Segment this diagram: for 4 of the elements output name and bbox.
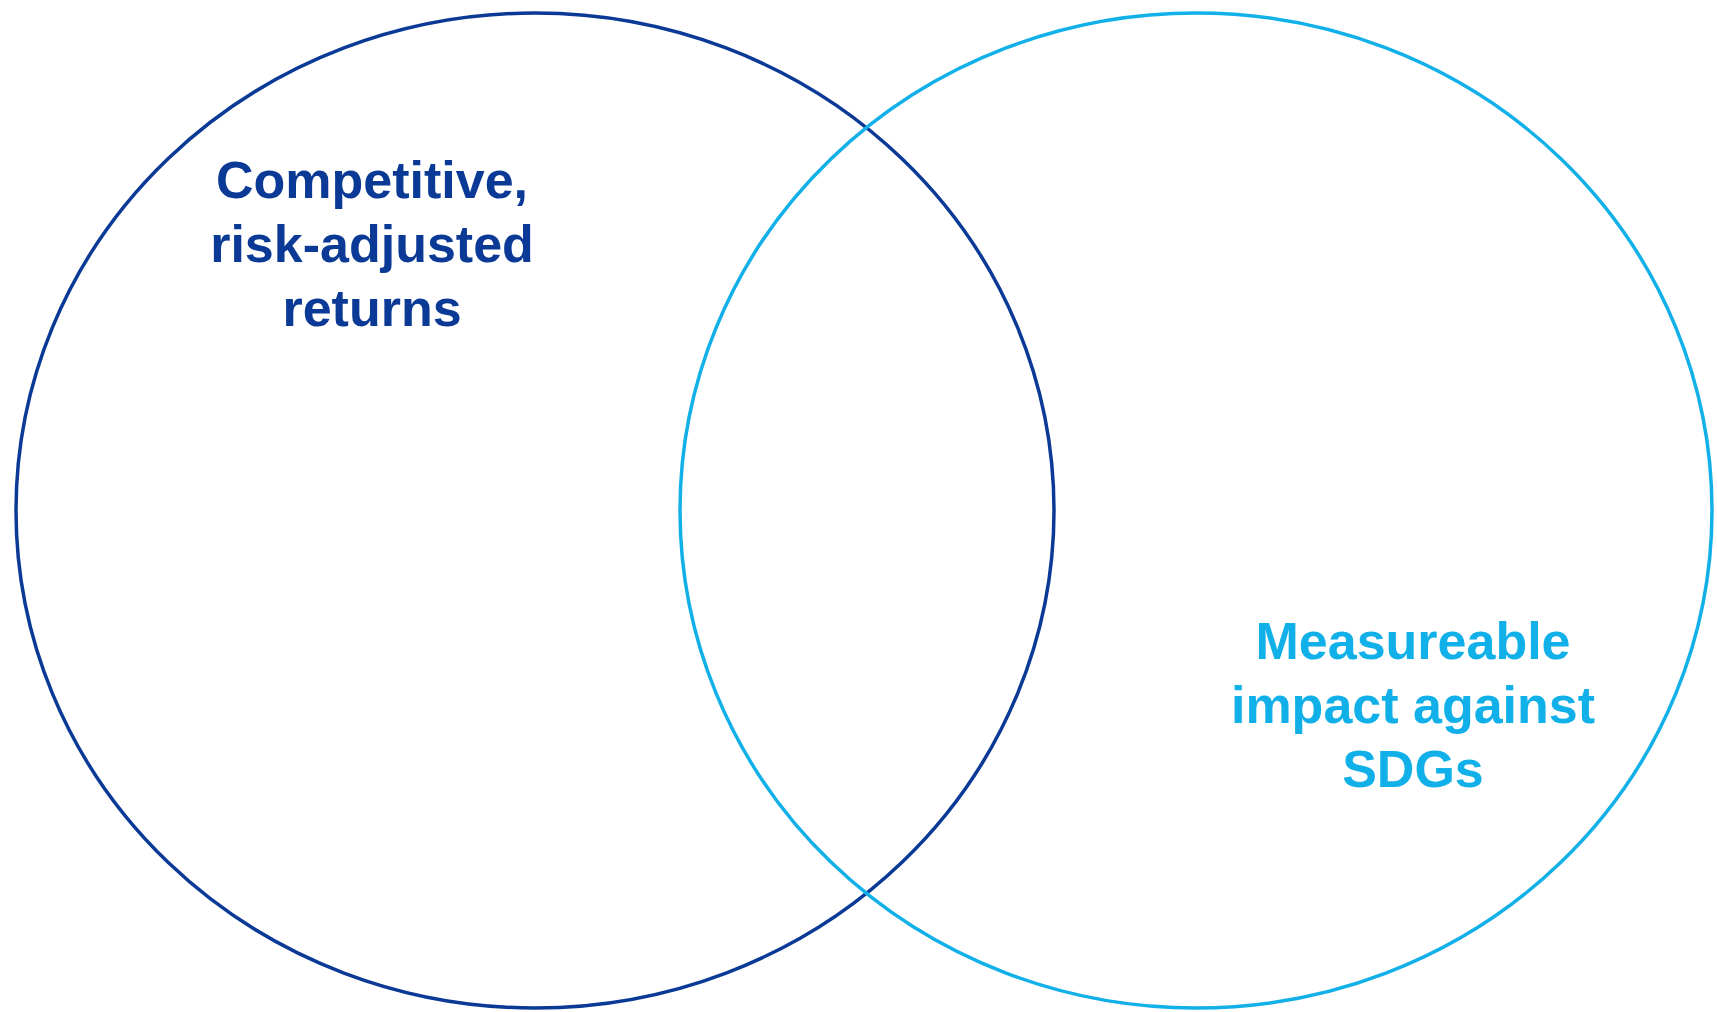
circle-label: Measureable impact against SDGs	[1229, 611, 1597, 800]
circle-label: Competitive, risk-adjusted returns	[209, 150, 535, 339]
venn-circle	[678, 11, 1714, 1010]
venn-circle	[14, 11, 1056, 1010]
